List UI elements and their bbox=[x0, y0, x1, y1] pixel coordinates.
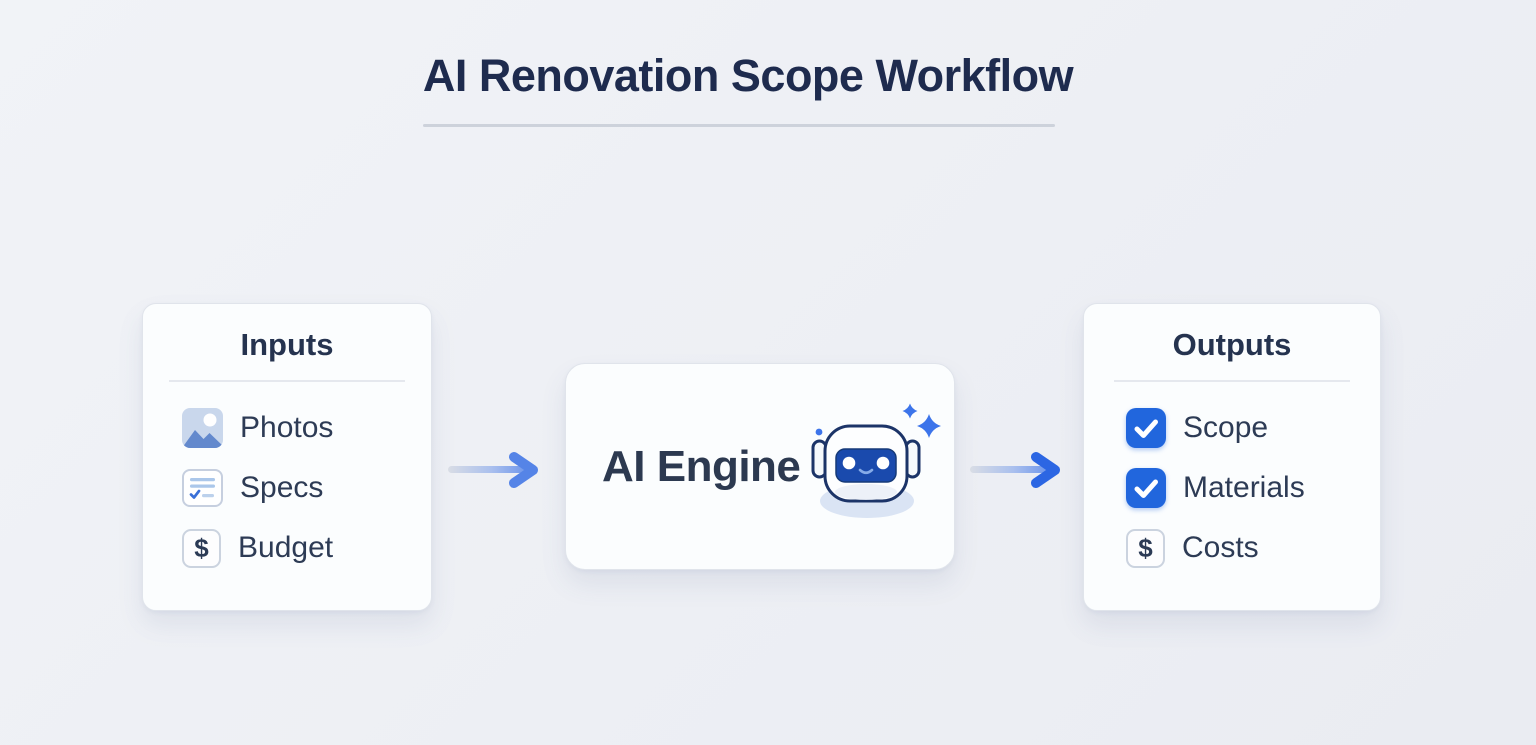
arrow-shaft bbox=[970, 466, 1050, 473]
dollar-glyph: $ bbox=[194, 532, 209, 563]
spec-document-icon bbox=[182, 469, 223, 507]
checkbox-checked-icon bbox=[1126, 468, 1166, 508]
inputs-card-title: Inputs bbox=[240, 327, 334, 362]
list-item-label: Budget bbox=[238, 531, 334, 564]
list-item-scope: Scope bbox=[1126, 406, 1380, 450]
ai-engine-card: AI Engine bbox=[565, 363, 955, 570]
list-item-photos: Photos bbox=[182, 406, 431, 450]
outputs-card-title: Outputs bbox=[1172, 327, 1292, 362]
ai-engine-title: AI Engine bbox=[602, 441, 801, 491]
list-item-specs: Specs bbox=[182, 466, 431, 510]
dollar-icon: $ bbox=[182, 528, 221, 568]
title-divider bbox=[423, 124, 1055, 127]
page-title: AI Renovation Scope Workflow bbox=[422, 50, 1074, 101]
outputs-card-divider bbox=[1114, 380, 1350, 382]
flow-arrow-engine-to-outputs bbox=[970, 450, 1066, 490]
dollar-icon: $ bbox=[1126, 528, 1165, 568]
robot-icon bbox=[809, 397, 949, 537]
checkbox-checked-icon bbox=[1126, 408, 1166, 448]
outputs-list: Scope Materials $ Costs bbox=[1084, 406, 1380, 570]
list-item-costs: $ Costs bbox=[1126, 526, 1380, 570]
inputs-card-divider bbox=[169, 380, 405, 382]
arrow-head-icon bbox=[509, 452, 538, 488]
list-item-label: Materials bbox=[1183, 471, 1305, 504]
list-item-budget: $ Budget bbox=[182, 526, 431, 570]
outputs-card: Outputs Scope Materials bbox=[1083, 303, 1381, 611]
list-item-label: Photos bbox=[240, 411, 334, 444]
page-header: AI Renovation Scope Workflow bbox=[0, 50, 1496, 102]
inputs-card: Inputs Photos bbox=[142, 303, 432, 611]
list-item-label: Specs bbox=[240, 471, 324, 504]
arrow-head-icon bbox=[1031, 452, 1060, 488]
list-item-label: Costs bbox=[1182, 531, 1259, 564]
inputs-list: Photos Specs $ Budget bbox=[143, 406, 431, 570]
photo-icon bbox=[182, 408, 223, 448]
list-item-label: Scope bbox=[1183, 411, 1269, 444]
arrow-shaft bbox=[448, 466, 528, 473]
dollar-glyph: $ bbox=[1138, 532, 1153, 563]
list-item-materials: Materials bbox=[1126, 466, 1380, 510]
flow-arrow-inputs-to-engine bbox=[448, 450, 544, 490]
